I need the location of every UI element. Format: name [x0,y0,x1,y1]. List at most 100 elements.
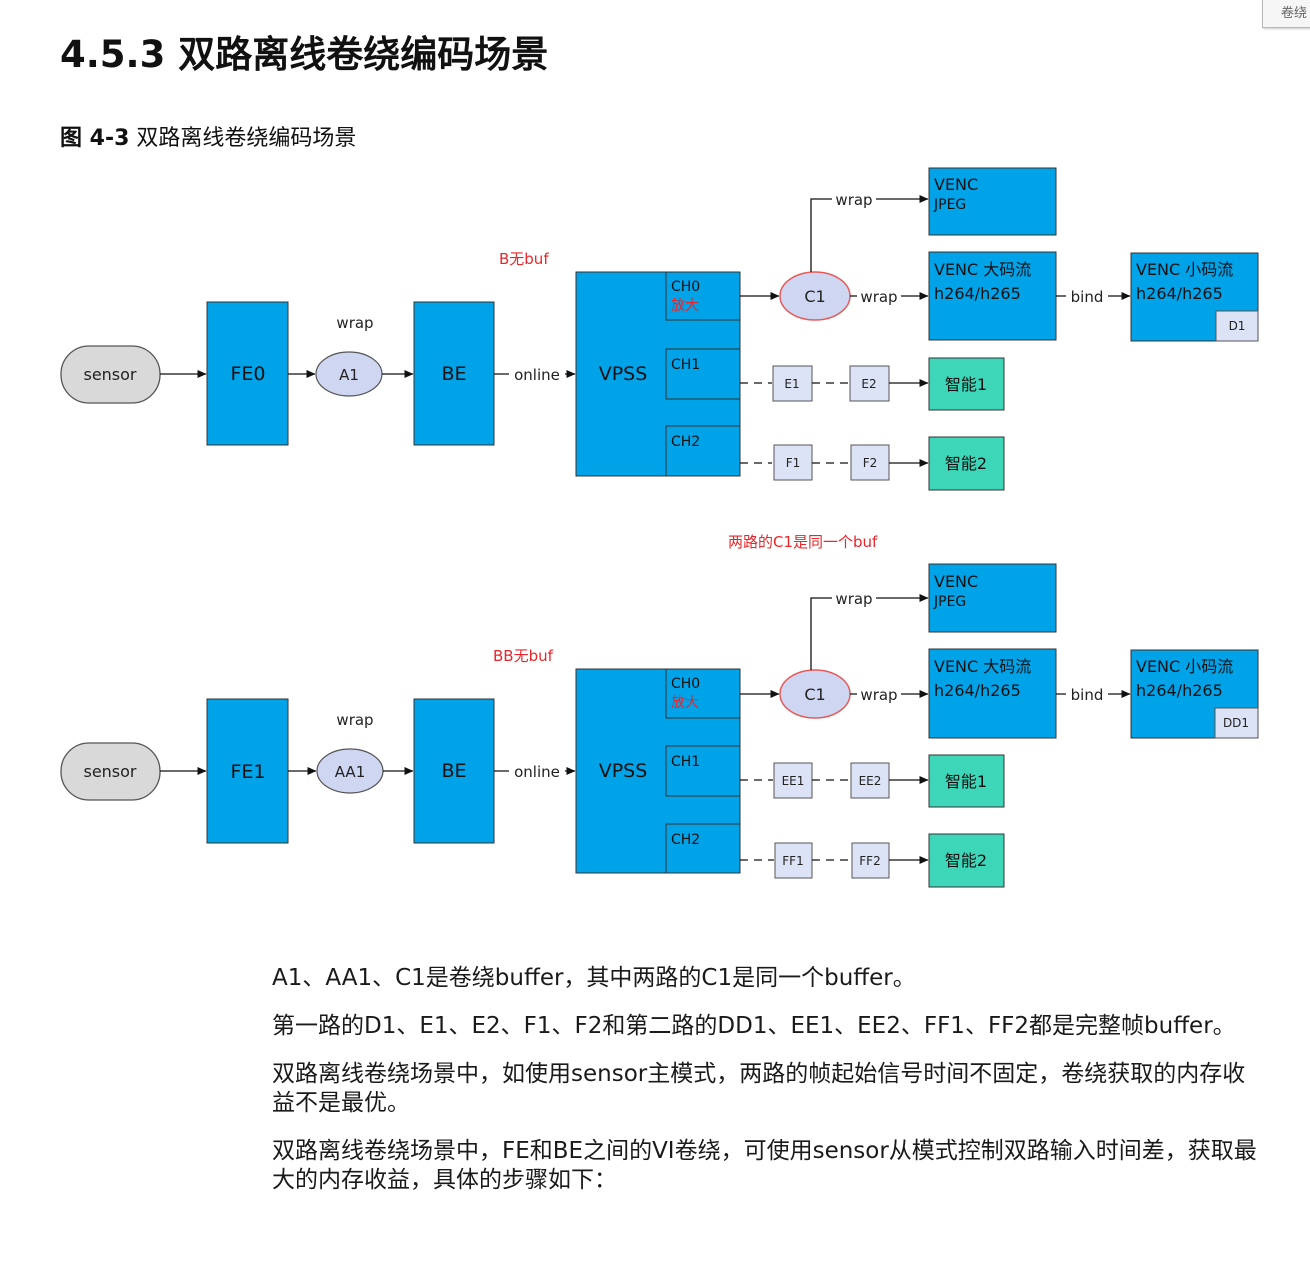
body-text: A1、AA1、C1是卷绕buffer，其中两路的C1是同一个buffer。 第一… [272,964,1257,1214]
path1-e2-label: E2 [861,377,876,391]
figure-caption: 图 4-3 双路离线卷绕编码场景 [60,120,356,152]
path1-ai2 [928,436,1005,491]
path2-venc-main-line2: h264/h265 [934,681,1021,700]
path2-e1-label: EE1 [782,774,805,788]
path1-ch0-zoom: 放大 [671,298,699,314]
path2-ch0 [665,668,741,719]
path2-e1 [773,762,813,799]
path2-e2-label: EE2 [859,774,882,788]
figure-number: 图 4-3 [60,126,130,151]
path1-ch0-label: CH0 [671,279,700,295]
path1-ai1-label: 智能1 [945,375,987,394]
path2-venc-main [928,648,1057,739]
path1-venc-main [928,251,1057,341]
side-tab-label: 卷绕 [1281,6,1308,21]
path2-venc-sub-line2: h264/h265 [1136,681,1223,700]
path2-wrap-top-label: wrap [835,590,872,608]
section-title-text: 双路离线卷绕编码场景 [178,33,549,76]
path2-vpss-label: VPSS [599,760,648,782]
path1-online-label: online [514,366,560,384]
path2-wrap-mid-label: wrap [860,686,897,704]
path2-ch0-zoom: 放大 [671,695,699,711]
section-heading: 4.5.3 双路离线卷绕编码场景 [60,24,548,78]
path1-f1-label: F1 [786,456,801,470]
path1-venc-sub-line1: VENC 小码流 [1136,260,1233,279]
path1-wrap-mid-label: wrap [860,288,897,306]
paragraph: 双路离线卷绕场景中，如使用sensor主模式，两路的帧起始信号时间不固定，卷绕获… [272,1061,1246,1116]
path1-fe [206,301,289,446]
path1-venc-sub-line2: h264/h265 [1136,284,1223,303]
path2-buffer-a-label: AA1 [335,763,365,781]
path1-venc-jpeg-line1: VENC [934,175,978,194]
path2-venc-sub [1130,649,1259,739]
path2-e2 [850,762,890,799]
path2-c1-label: C1 [804,685,825,704]
path1-venc-main-line2: h264/h265 [934,284,1021,303]
path2-f1 [774,842,813,879]
path1-f2-label: F2 [863,456,878,470]
path2-online-label: online [514,763,560,781]
path2-venc-jpeg-line1: VENC [934,572,978,591]
path2-f2-label: FF2 [859,854,880,868]
path2-ch1 [665,745,741,797]
path1: B无buf sensor FE0 wrap A1 BE online VPSS … [60,167,1259,491]
path1-ai2-label: 智能2 [945,454,987,473]
path2-venc-sub-buffer-label: DD1 [1223,716,1249,730]
path2-venc-main-line1: VENC 大码流 [934,657,1031,676]
path2-ch2 [665,823,741,874]
path1-fe-label: FE0 [230,363,265,385]
side-tab[interactable]: 卷绕 [1262,0,1310,28]
path1-ch0 [665,271,741,321]
path1-be [413,301,495,446]
path1-nobuf-note: B无buf [499,250,549,268]
path1-venc-sub-buffer-label: D1 [1229,319,1246,333]
path2-ai2-label: 智能2 [945,851,987,870]
path1-wrap-label: wrap [336,314,373,332]
path1-e2 [849,365,890,402]
path1-ch2 [665,425,741,477]
path2-f2 [851,842,890,879]
path2-venc-sub-buffer [1214,707,1259,739]
path2-venc-sub-line1: VENC 小码流 [1136,657,1233,676]
path1-e1-label: E1 [784,377,799,391]
path1-ai1 [928,357,1005,411]
path2: BB无buf sensor FE1 wrap AA1 BE online VPS… [60,563,1259,888]
path1-sensor-label: sensor [83,365,136,384]
paragraph: 双路离线卷绕场景中，FE和BE之间的VI卷绕，可使用sensor从模式控制双路输… [272,1138,1257,1193]
path2-nobuf-note: BB无buf [493,647,554,665]
path1-buffer-a-label: A1 [339,366,359,384]
path2-ch2-label: CH2 [671,832,700,848]
path1-ch2-label: CH2 [671,434,700,450]
path1-c1-label: C1 [804,287,825,306]
path2-ch0-label: CH0 [671,676,700,692]
path2-ch1-label: CH1 [671,754,700,770]
path1-wrap-top-label: wrap [835,191,872,209]
path2-venc-jpeg-line2: JPEG [933,594,966,610]
path1-venc-main-line1: VENC 大码流 [934,260,1031,279]
path2-fe-label: FE1 [230,761,265,783]
path2-f1-label: FF1 [782,854,803,868]
path2-ai2 [928,833,1005,888]
path2-venc-jpeg [928,563,1057,633]
path2-ai1 [928,754,1005,808]
path2-bind-label: bind [1071,686,1104,704]
path1-venc-sub-buffer [1215,310,1259,342]
path1-vpss-label: VPSS [599,363,648,385]
shared-c1-note: 两路的C1是同一个buf [728,533,878,551]
paragraph: A1、AA1、C1是卷绕buffer，其中两路的C1是同一个buffer。 [272,965,916,991]
path2-wrap-label: wrap [336,711,373,729]
path1-venc-jpeg [928,167,1057,236]
offline-wrap-encoding-diagram: B无buf sensor FE0 wrap A1 BE online VPSS … [60,167,1259,888]
path1-venc-jpeg-line2: JPEG [933,197,966,213]
paragraph: 第一路的D1、E1、E2、F1、F2和第二路的DD1、EE1、EE2、FF1、F… [272,1013,1236,1039]
path2-sensor-label: sensor [83,762,136,781]
path1-bind-label: bind [1071,288,1104,306]
path2-be-label: BE [441,760,466,782]
path2-fe [206,698,289,844]
path1-ch1 [665,348,741,400]
path1-ch1-label: CH1 [671,357,700,373]
figure-title: 双路离线卷绕编码场景 [136,126,357,151]
section-number: 4.5.3 [60,33,166,76]
path2-ai1-label: 智能1 [945,772,987,791]
path1-be-label: BE [441,363,466,385]
